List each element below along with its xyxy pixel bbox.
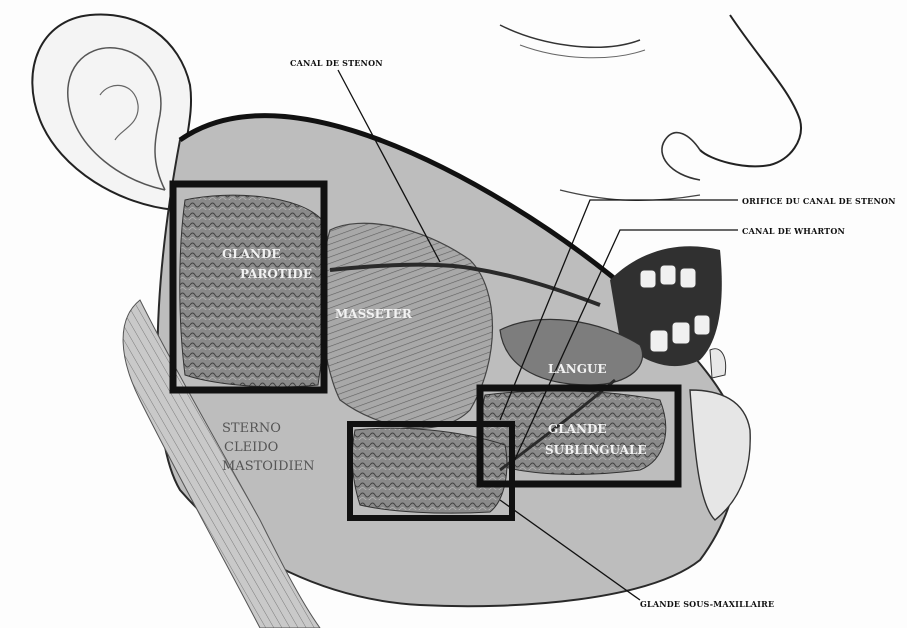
- label-parotide-line1: GLANDE: [222, 247, 281, 261]
- parotid-gland: [180, 195, 326, 387]
- label-canal-wharton: CANAL DE WHARTON: [742, 226, 845, 236]
- label-sublinguale-line2: SUBLINGUALE: [545, 443, 647, 457]
- face-outline: [500, 15, 801, 200]
- label-glande-sous-maxillaire: GLANDE SOUS-MAXILLAIRE: [640, 599, 774, 609]
- ear-drawing: [32, 14, 191, 210]
- label-mastoidien: MASTOIDIEN: [222, 459, 315, 474]
- label-masseter: MASSETER: [335, 307, 413, 321]
- label-canal-stenon: CANAL DE STENON: [290, 58, 383, 68]
- label-sterno: STERNO: [222, 421, 281, 436]
- label-parotide-line2: PAROTIDE: [240, 267, 312, 281]
- label-cleido: CLEIDO: [224, 440, 278, 455]
- submandibular-gland: [352, 428, 507, 513]
- label-orifice-canal-stenon: ORIFICE DU CANAL DE STENON: [742, 196, 896, 206]
- label-langue: LANGUE: [548, 362, 607, 376]
- label-sublinguale-line1: GLANDE: [548, 422, 607, 436]
